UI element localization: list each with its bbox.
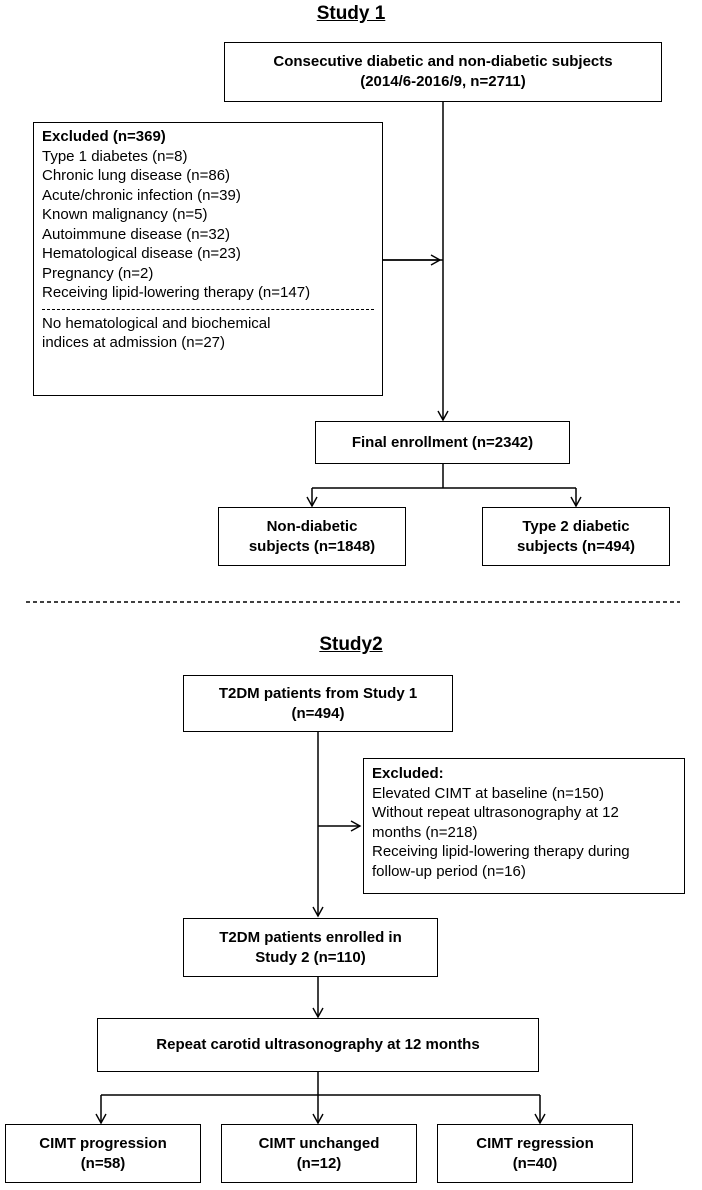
cimt-unchanged-box: CIMT unchanged (n=12) — [221, 1124, 417, 1183]
enrolled-study2-box: T2DM patients enrolled in Study 2 (n=110… — [183, 918, 438, 977]
excluded-note-line2: indices at admission (n=27) — [42, 334, 226, 351]
excluded-item: Known malignancy (n=5) — [42, 206, 208, 223]
excluded2-item: Elevated CIMT at baseline (n=150) — [372, 784, 604, 802]
excluded-item: Chronic lung disease (n=86) — [42, 167, 231, 184]
excluded2-header: Excluded: — [372, 765, 444, 782]
excluded2-item: Receiving lipid-lowering therapy during — [372, 843, 630, 860]
excluded-item: Autoimmune disease (n=32) — [42, 225, 231, 243]
excluded2-item: months (n=218) — [372, 823, 478, 841]
study2-start-box: T2DM patients from Study 1 (n=494) — [183, 675, 453, 732]
excluded-item: Receiving lipid-lowering therapy (n=147) — [42, 284, 311, 301]
type2-diabetic-box: Type 2 diabetic subjects (n=494) — [482, 507, 670, 566]
cimt-progression-box: CIMT progression (n=58) — [5, 1124, 201, 1183]
excluded-item: Type 1 diabetes (n=8) — [42, 147, 188, 165]
excluded-header: Excluded (n=369) — [42, 128, 166, 145]
repeat-ultrasonography-box: Repeat carotid ultrasonography at 12 mon… — [97, 1018, 539, 1072]
excluded2-item: follow-up period (n=16) — [372, 862, 526, 880]
study2-excluded-box: Excluded: Elevated CIMT at baseline (n=1… — [363, 758, 685, 894]
study1-excluded-box: Excluded (n=369) Type 1 diabetes (n=8) C… — [33, 122, 383, 396]
study2-title: Study2 — [319, 634, 383, 655]
non-diabetic-box: Non-diabetic subjects (n=1848) — [218, 507, 406, 566]
excluded-item: Pregnancy (n=2) — [42, 264, 154, 282]
excluded-dashed-separator — [42, 308, 374, 310]
excluded-note-line1: No hematological and biochemical — [42, 314, 271, 332]
excluded-item: Hematological disease (n=23) — [42, 245, 241, 262]
excluded-item: Acute/chronic infection (n=39) — [42, 186, 241, 204]
study1-start-box: Consecutive diabetic and non-diabetic su… — [224, 42, 662, 102]
cimt-regression-box: CIMT regression (n=40) — [437, 1124, 633, 1183]
final-enrollment-box: Final enrollment (n=2342) — [315, 421, 570, 464]
study1-title: Study 1 — [316, 3, 386, 24]
excluded2-item: Without repeat ultrasonography at 12 — [372, 804, 619, 821]
